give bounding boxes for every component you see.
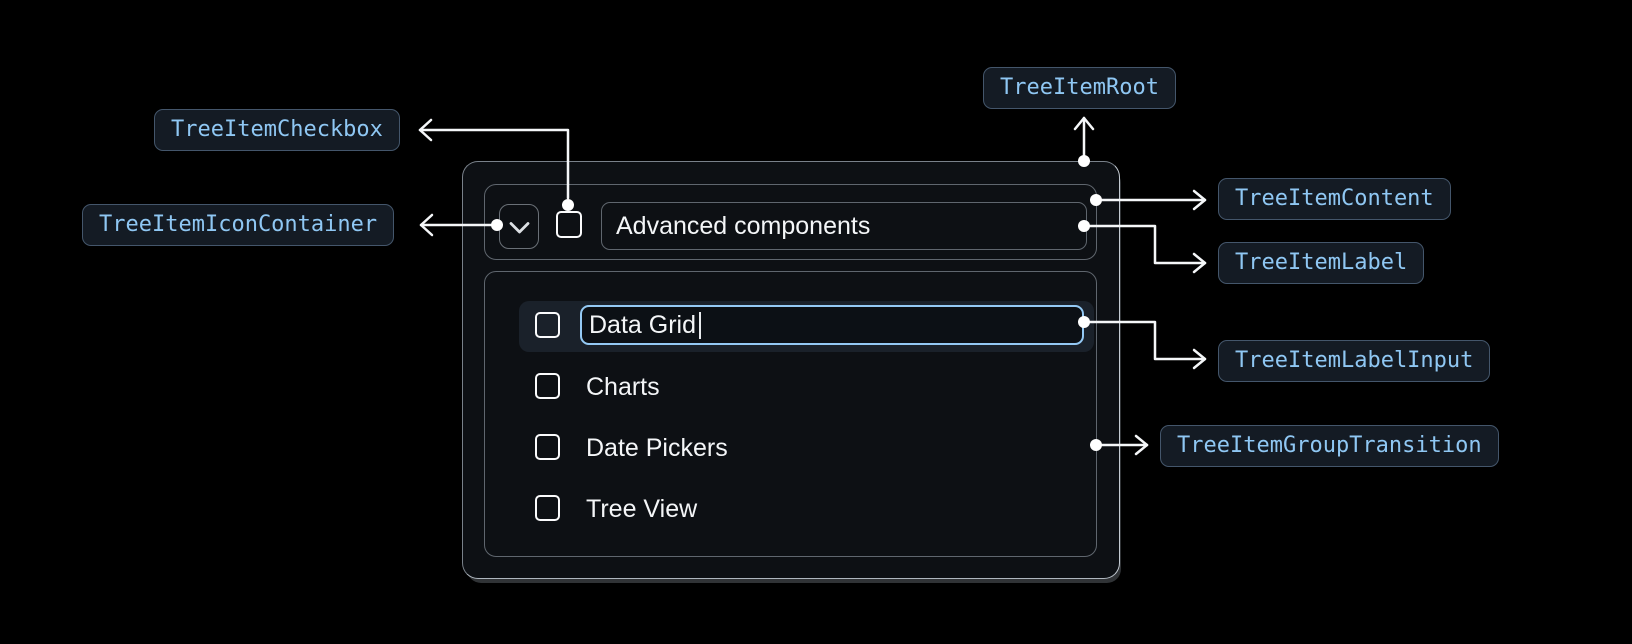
arrowhead-right-icon [1192, 252, 1207, 274]
chevron-down-icon [509, 221, 529, 233]
arrowhead-left-icon [419, 213, 434, 237]
tree-item-label-text: Date Pickers [586, 433, 728, 462]
badge-tree-item-root: TreeItemRoot [983, 67, 1176, 109]
tree-item-checkbox[interactable] [535, 312, 560, 338]
tree-item-label-text: Tree View [586, 494, 698, 523]
tree-row[interactable]: Tree View [519, 483, 1094, 535]
badge-tree-item-checkbox: TreeItemCheckbox [154, 109, 400, 151]
badge-tree-item-label: TreeItemLabel [1218, 242, 1425, 284]
badge-tree-item-label-input: TreeItemLabelInput [1218, 340, 1491, 382]
tree-item-checkbox[interactable] [535, 434, 560, 460]
arrowhead-right-icon [1192, 189, 1207, 211]
arrowhead-up-icon [1073, 116, 1095, 131]
badge-tree-item-group-transition: TreeItemGroupTransition [1160, 425, 1499, 467]
arrowhead-right-icon [1192, 348, 1207, 370]
tree-row-editing[interactable]: Data Grid [519, 301, 1094, 352]
tree-item-icon-container[interactable] [499, 204, 539, 249]
tree-item-label-input[interactable]: Data Grid [580, 305, 1084, 345]
label-input-value: Data Grid [589, 310, 696, 339]
tree-item-root: Advanced components Data Grid Charts Dat… [462, 161, 1120, 579]
tree-item-group-transition: Data Grid Charts Date Pickers Tree View [484, 271, 1097, 557]
connector-tree-item-root [1073, 116, 1095, 167]
tree-row[interactable]: Charts [519, 361, 1094, 413]
text-cursor [698, 311, 702, 339]
tree-item-label-text: Advanced components [616, 211, 871, 240]
tree-row[interactable]: Date Pickers [519, 422, 1094, 474]
arrowhead-right-icon [1134, 434, 1149, 456]
tree-item-content[interactable]: Advanced components [484, 184, 1097, 260]
tree-item-checkbox[interactable] [535, 373, 560, 399]
badge-tree-item-content: TreeItemContent [1218, 178, 1451, 220]
tree-item-checkbox[interactable] [535, 495, 560, 521]
tree-item-label-text: Charts [586, 372, 660, 401]
tree-item-label: Advanced components [601, 202, 1087, 250]
tree-item-checkbox[interactable] [556, 211, 582, 238]
badge-tree-item-icon-container: TreeItemIconContainer [82, 204, 395, 246]
arrowhead-left-icon [418, 118, 433, 142]
